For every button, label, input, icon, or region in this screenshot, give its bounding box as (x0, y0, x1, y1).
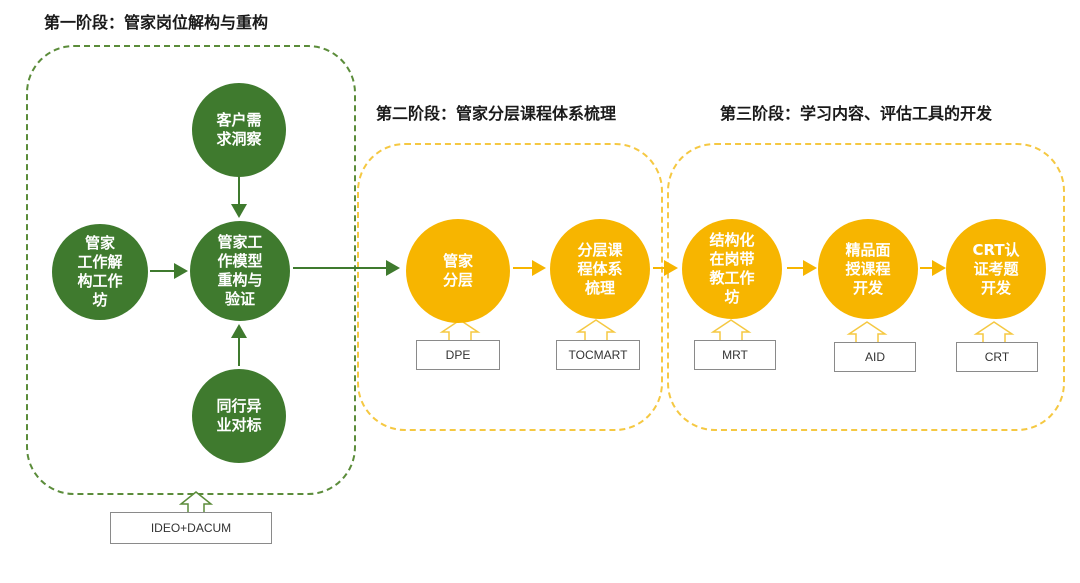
node-tiering: 管家 分层 (406, 219, 510, 323)
tool-arrow-dpe (439, 319, 481, 340)
node-job-model: 管家工 作模型 重构与 验证 (190, 221, 290, 321)
tool-arrow-aid (846, 321, 888, 342)
node-benchmark: 同行异 业对标 (192, 369, 286, 463)
stage2-frame (357, 143, 663, 431)
stage1-frame (26, 45, 356, 495)
tool-dpe: DPE (416, 340, 500, 370)
tool-arrow-crt (973, 321, 1015, 342)
node-curriculum: 分层课 程体系 梳理 (550, 219, 650, 319)
node-job-workshop: 管家 工作解 构工作 坊 (52, 224, 148, 320)
tool-mrt: MRT (694, 340, 776, 370)
tool-ideo-dacum: IDEO+DACUM (110, 512, 272, 544)
tool-arrow-mrt (710, 319, 752, 340)
node-crt-exam: CRT认 证考题 开发 (946, 219, 1046, 319)
tool-crt: CRT (956, 342, 1038, 372)
tool-aid: AID (834, 342, 916, 372)
stage2-title: 第二阶段：管家分层课程体系梳理 (376, 104, 617, 123)
node-ojt-workshop: 结构化 在岗带 教工作 坊 (682, 219, 782, 319)
stage3-frame (667, 143, 1065, 431)
tool-tocmart: TOCMART (556, 340, 640, 370)
tool-arrow-ideo (178, 491, 214, 512)
tool-arrow-toc (575, 319, 617, 340)
stage3-title: 第三阶段：学习内容、评估工具的开发 (720, 104, 993, 123)
node-premium-course: 精品面 授课程 开发 (818, 219, 918, 319)
node-customer-insight: 客户需 求洞察 (192, 83, 286, 177)
stage1-title: 第一阶段：管家岗位解构与重构 (44, 13, 269, 32)
